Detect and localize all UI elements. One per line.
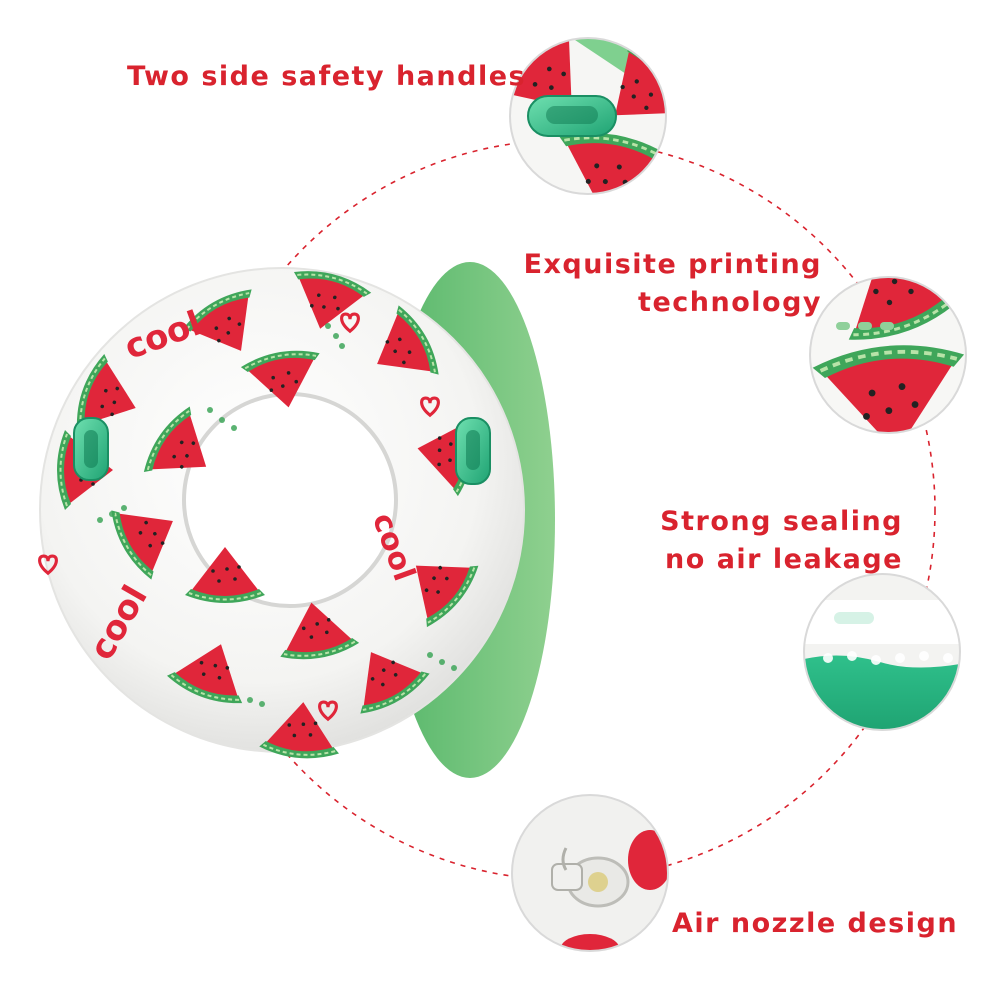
feature-label-sealing-line2: no air leakage	[665, 544, 903, 575]
feature-label-printing-line2: technology	[638, 287, 822, 318]
feature-label-printing: Exquisite printing technology	[0, 246, 822, 322]
detail-circle-nozzle	[511, 794, 669, 952]
detail-circle-sealing	[803, 573, 961, 731]
detail-circle-printing	[809, 276, 967, 434]
air-valve-icon	[551, 847, 630, 908]
safety-handle-icon	[73, 417, 109, 481]
feature-label-sealing: Strong sealing no air leakage	[0, 503, 903, 579]
swim-ring: cool cool cool	[38, 262, 555, 778]
safety-handle-icon	[455, 417, 491, 485]
feature-label-printing-line1: Exquisite printing	[523, 249, 822, 280]
feature-label-nozzle: Air nozzle design	[672, 908, 959, 939]
detail-circle-handles	[509, 37, 667, 195]
feature-label-sealing-line1: Strong sealing	[660, 506, 903, 537]
feature-label-handles: Two side safety handles	[127, 61, 527, 92]
